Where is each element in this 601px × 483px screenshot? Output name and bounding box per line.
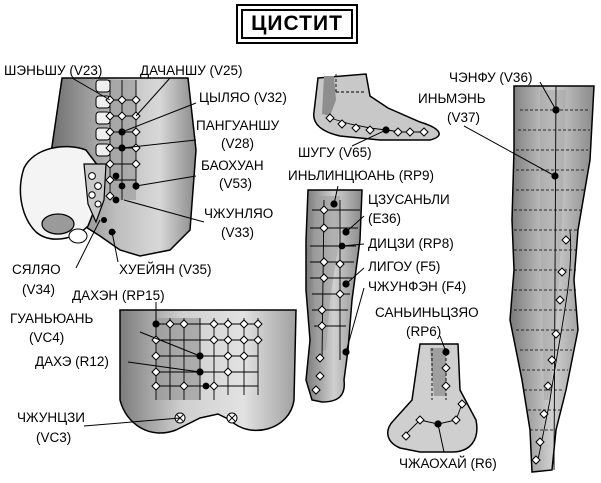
title-frame: ЦИСТИТ	[236, 4, 358, 44]
label-v53-name: БАОХУАН	[201, 158, 264, 173]
abdomen-figure	[83, 302, 297, 434]
label-v36: ЧЭНФУ (V36)	[449, 70, 533, 85]
label-r6: ЧЖАОХАЙ (R6)	[399, 456, 497, 471]
label-f4: ЧЖУНФЭН (F4)	[368, 279, 467, 294]
label-v28-name: ПАНГУАНШУ	[196, 118, 280, 133]
label-v37-code: (V37)	[447, 110, 481, 125]
label-rp6-code: (RP6)	[406, 324, 442, 339]
label-vc3-name: ЧЖУНЦЗИ	[17, 410, 85, 425]
label-vc3-code: (VC3)	[36, 430, 72, 445]
label-v34-name: СЯЛЯО	[12, 262, 61, 277]
label-v32: ЦЫЛЯО (V32)	[199, 90, 287, 105]
ankle-figure	[387, 335, 478, 453]
label-rp9: ИНЬЛИНЦЮАНЬ (RP9)	[288, 168, 434, 183]
label-v33-code: (V33)	[221, 225, 255, 240]
label-v65: ШУГУ (V65)	[298, 145, 372, 160]
label-rp8: ДИЦЗИ (RP8)	[368, 236, 454, 251]
lower-leg-figure	[305, 185, 365, 403]
label-v34-code: (V34)	[22, 282, 56, 297]
label-v23: ШЭНЬШУ (V23)	[4, 63, 103, 78]
back-pelvis-figure	[19, 77, 205, 269]
label-f5: ЛИГОУ (F5)	[368, 259, 441, 274]
label-r12: ДАХЭ (R12)	[35, 354, 109, 369]
label-e36-code: (E36)	[368, 211, 402, 226]
label-v25: ДАЧАНШУ (V25)	[140, 63, 243, 78]
label-rp15: ДАХЭН (RP15)	[72, 288, 165, 303]
label-v28-code: (V28)	[221, 136, 255, 151]
full-leg-figure	[463, 81, 595, 473]
label-v53-code: (V53)	[219, 176, 253, 191]
page-title: ЦИСТИТ	[241, 9, 353, 39]
label-vc4-name: ГУАНЬЮАНЬ	[10, 311, 94, 326]
label-e36-name: ЦЗУСАНЬЛИ	[368, 192, 450, 207]
foot-figure	[313, 73, 440, 147]
label-vc4-code: (VC4)	[29, 330, 65, 345]
label-v37-name: ИНЬМЭНЬ	[418, 91, 486, 106]
label-v35: ХУЕЙЯН (V35)	[119, 262, 212, 277]
label-v33-name: ЧЖУНЛЯО	[204, 206, 274, 221]
label-rp6-name: САНЬИНЬЦЗЯО	[375, 305, 479, 320]
